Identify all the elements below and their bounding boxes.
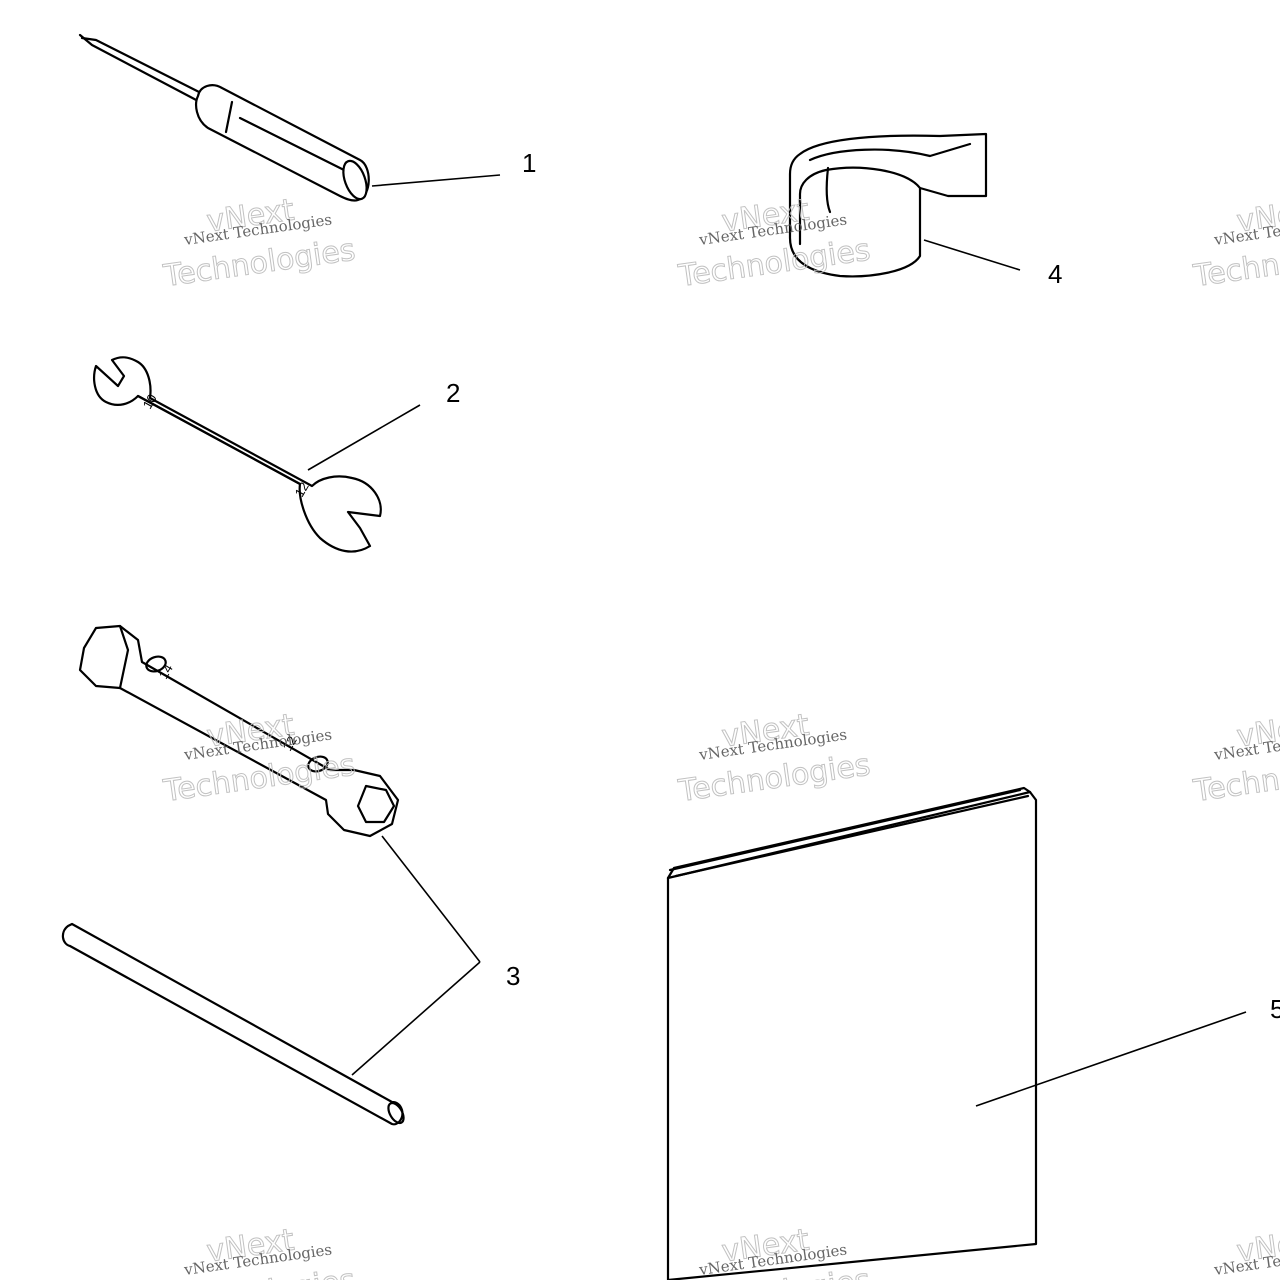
wrench-size-marking-12: 12 [292,479,312,499]
leader-line-3b [351,961,481,1076]
callout-4: 4 [1048,259,1062,289]
callout-3: 3 [506,961,520,991]
open-end-wrench-part: 10 12 [93,356,382,553]
callout-5: 5 [1270,994,1280,1024]
box-wrench-part: 14 12 [78,624,400,838]
callout-1: 1 [522,148,536,178]
tape-roll-part [788,132,988,278]
leader-line-1 [371,174,501,187]
tommy-bar-part [61,922,405,1126]
box-wrench-size-marking-12: 12 [280,733,300,753]
owners-manual-part [666,786,1038,1280]
leader-line-5 [975,1011,1247,1107]
watermark: vNext vNext Technologies Technologies vN… [160,192,1280,1280]
screwdriver-part [78,33,370,202]
wrench-size-marking-10: 10 [140,391,160,411]
leader-line-3a [381,835,481,963]
leader-line-4 [923,239,1021,271]
box-wrench-size-marking-14: 14 [156,661,176,681]
leader-line-2 [307,404,421,471]
callout-2: 2 [446,378,460,408]
